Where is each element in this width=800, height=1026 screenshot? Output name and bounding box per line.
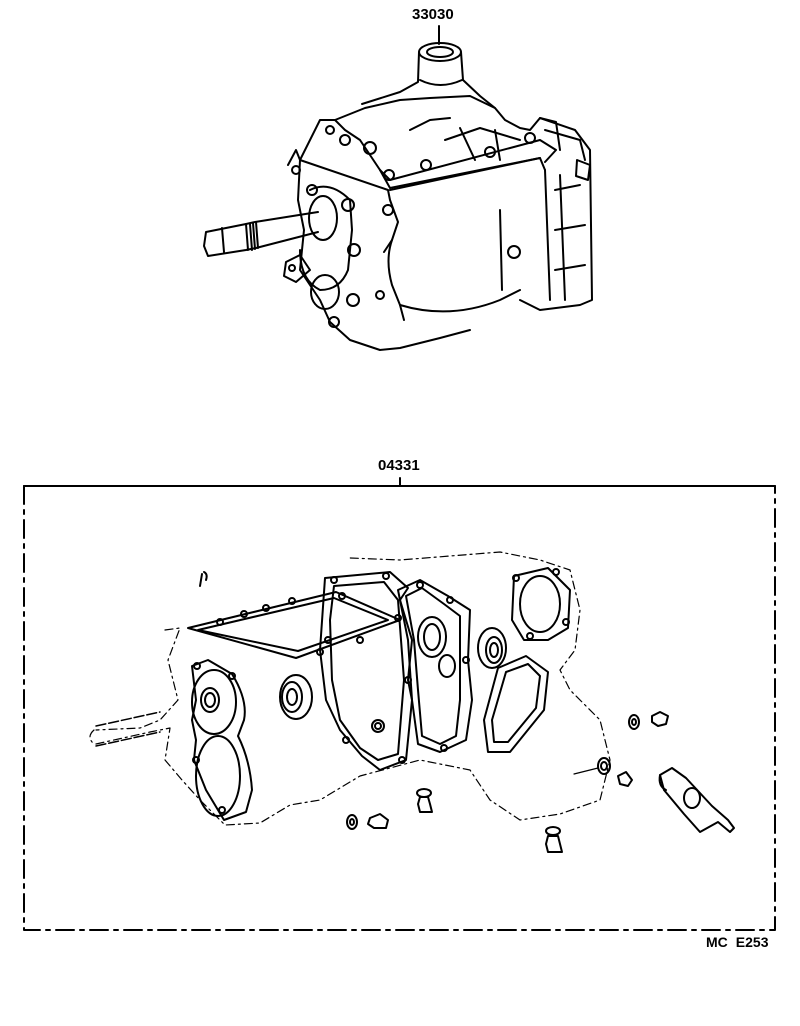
plug-and-washer-set [346,711,669,853]
illustration-prefix: MC [706,934,728,950]
illustration-code: MC E253 [706,934,776,950]
transmission-assembly-drawing [203,25,593,351]
illustration-id: E253 [735,934,769,950]
part-number-gasket-kit: 04331 [378,457,420,474]
gasket-kit-group [23,477,776,931]
part-number-transmission-assembly: 33030 [412,6,454,23]
